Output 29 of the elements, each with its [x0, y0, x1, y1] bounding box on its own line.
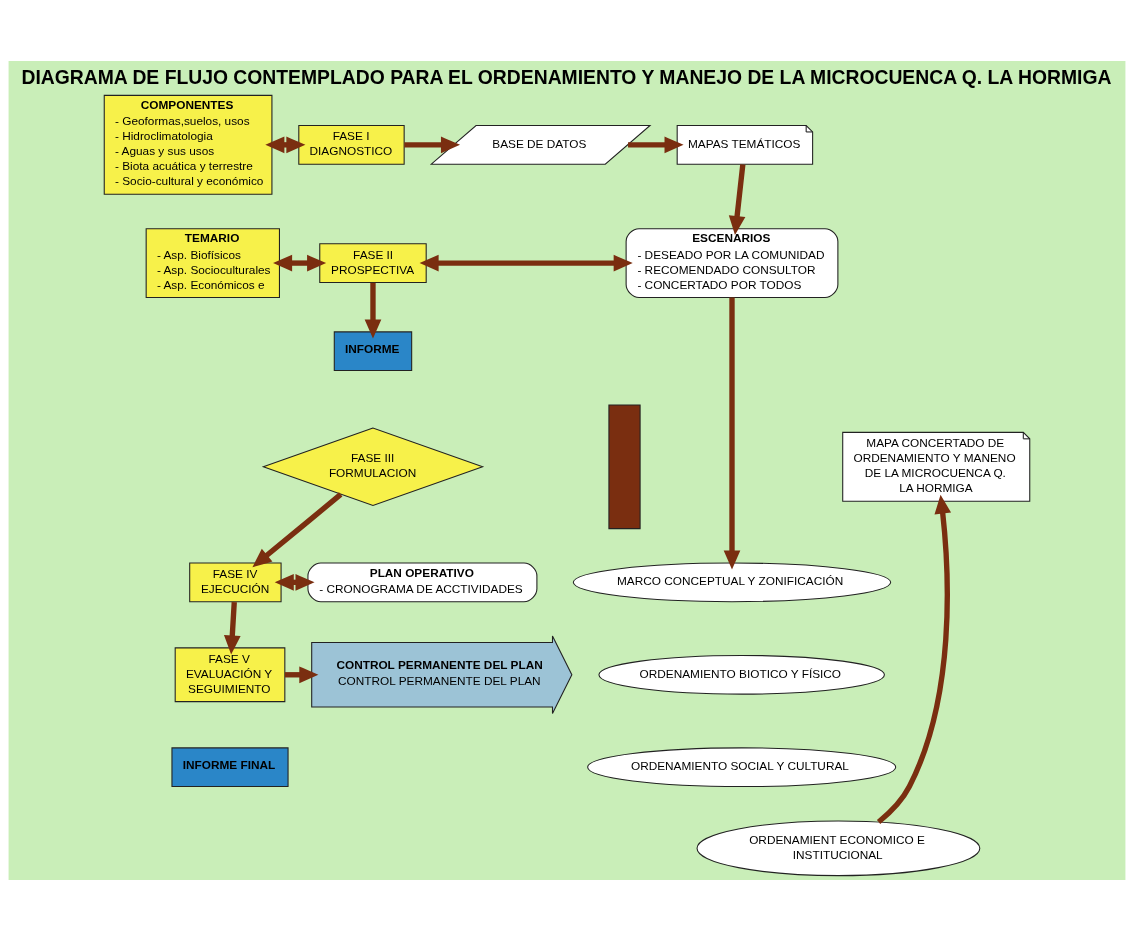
arrow [265, 136, 306, 154]
node-bar [608, 404, 641, 530]
node-box: FASE V EVALUACIÓN Y SEGUIMIENTO [174, 647, 286, 703]
node-ellipse: ORDENAMIENT ECONOMICO E INSTITUCIONAL [696, 820, 981, 877]
node-box: ESCENARIOS - DESEADO POR LA COMUNIDAD - RECOMENDADO CONSULTOR - CONCERTADO POR TODOS [625, 228, 839, 298]
arrow [628, 136, 684, 154]
node-box: PLAN OPERATIVO - CRONOGRAMA DE ACCTIVIDADES [307, 562, 538, 603]
arrow [273, 254, 327, 272]
node-ellipse: MARCO CONCEPTUAL Y ZONIFICACIÓN [572, 562, 892, 603]
node-box: FASE I DIAGNOSTICO [298, 124, 405, 165]
node-ellipse: ORDENAMIENTO BIOTICO Y FÍSICO [598, 654, 885, 695]
arrow [728, 164, 746, 236]
node-box: FASE IV EJECUCIÓN [189, 562, 282, 603]
node-box: INFORME FINAL [171, 747, 289, 788]
node-ellipse: ORDENAMIENTO SOCIAL Y CULTURAL [587, 747, 897, 788]
node-box: COMPONENTES - Geoformas,suelos, usos - Hidroclimatologia - Aguas y sus usos - Biota acuática y terrestre - Socio-cultural y económico [103, 94, 273, 195]
arrow [252, 492, 343, 568]
node-box: FASE II PROSPECTIVA [319, 243, 427, 283]
arrow [419, 254, 633, 272]
arrow [274, 574, 315, 591]
arrow [723, 297, 741, 570]
node-box: INFORME [333, 331, 413, 372]
arrow [364, 282, 382, 339]
node-diamond: FASE III FORMULACION [261, 427, 485, 507]
diagram-title: DIAGRAMA DE FLUJO CONTEMPLADO PARA EL ORDENAMIENTO Y MANEJO DE LA MICROCUENCA Q. LA HORMIGA [21, 66, 1112, 88]
arrow [404, 136, 460, 154]
arrow [223, 601, 241, 655]
node-box: TEMARIO - Asp. Biofísicos - Asp. Socioculturales - Asp. Económicos e [145, 228, 280, 298]
arrow [876, 494, 952, 825]
